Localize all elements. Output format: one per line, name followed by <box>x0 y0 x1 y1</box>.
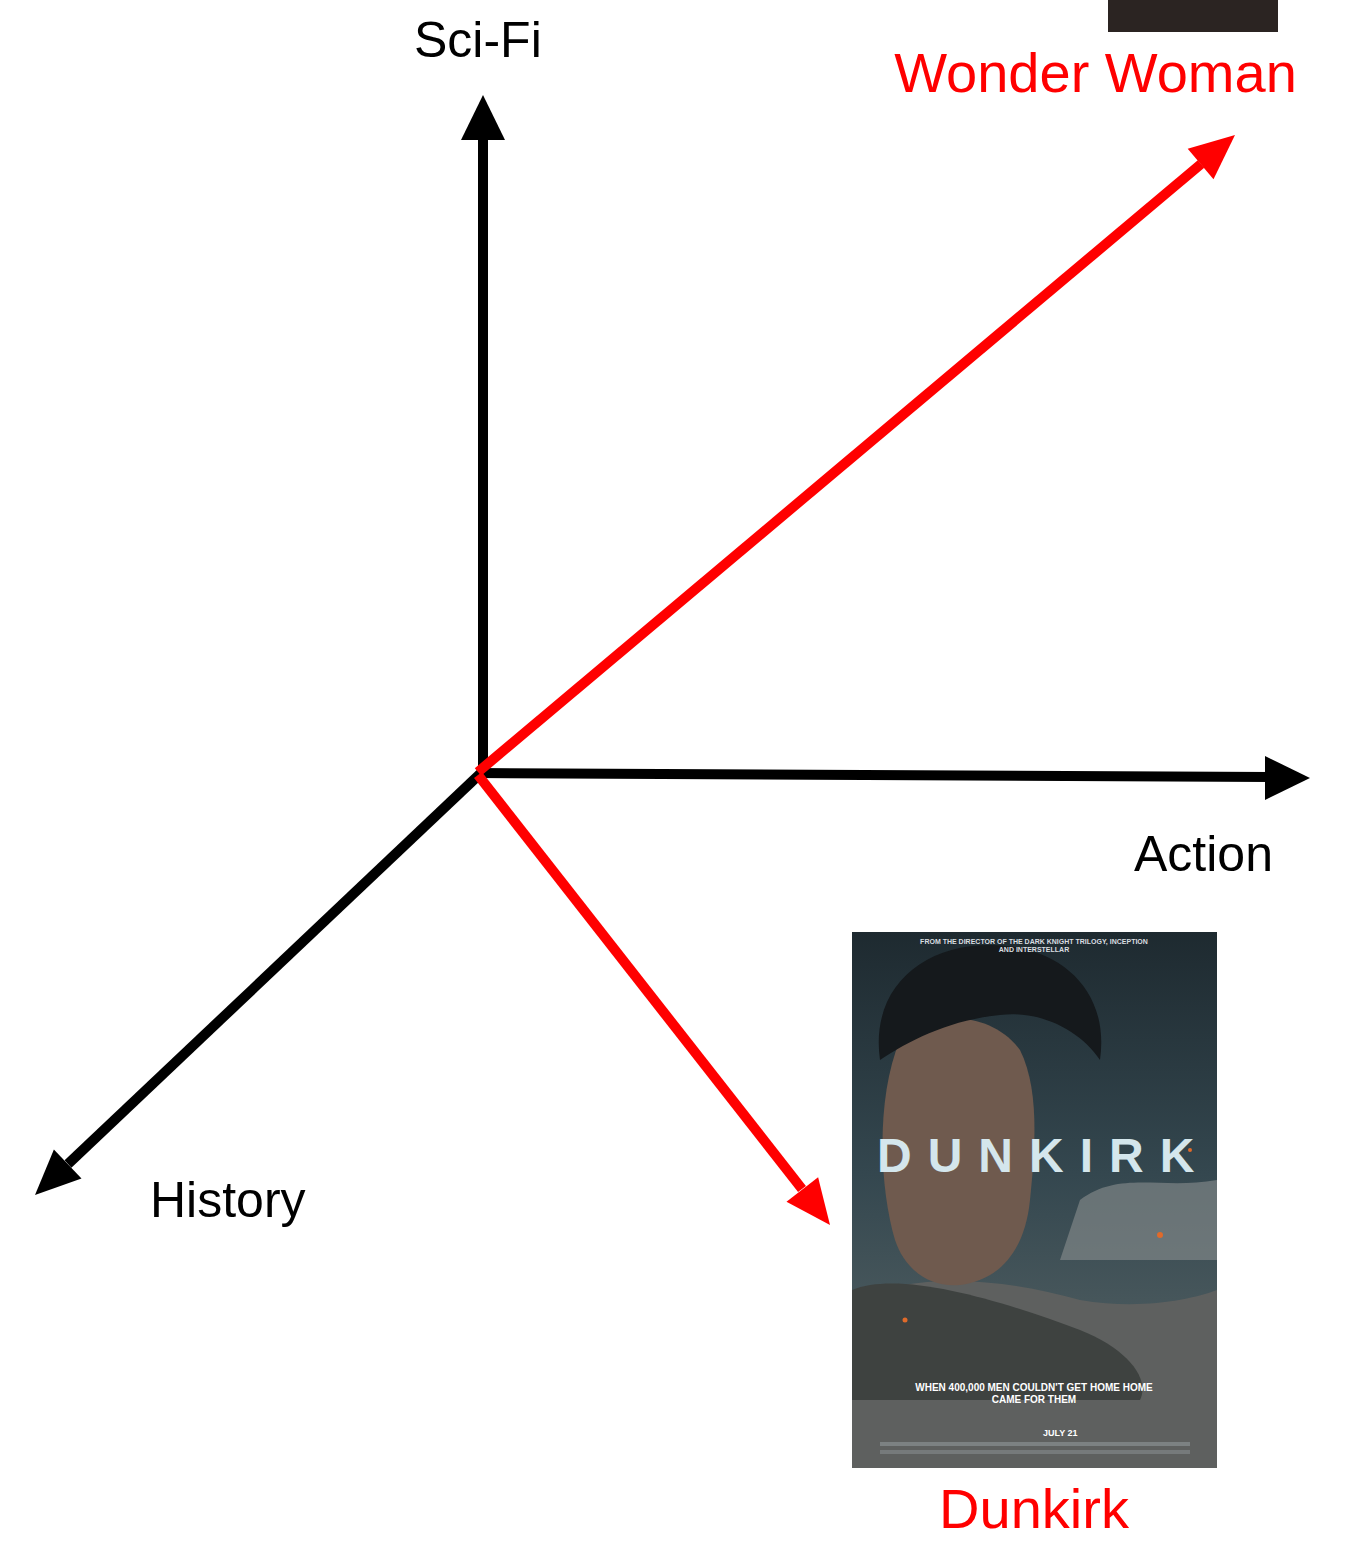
poster-credits <box>880 1442 1190 1446</box>
poster-ember <box>903 1318 908 1323</box>
movie-node: Wonder Woman <box>890 42 1301 104</box>
sci-fi-axis <box>478 135 488 777</box>
vector-arrowhead <box>1188 135 1235 179</box>
poster-title: DUNKIRK <box>877 1128 1210 1183</box>
poster-beach <box>852 1281 1217 1468</box>
axis-arrowhead <box>35 1150 82 1196</box>
poster-ember <box>1157 1232 1163 1238</box>
poster-tagline: WHEN 400,000 MEN COULDN'T GET HOME HOME … <box>914 1382 1154 1405</box>
movie-title: Dunkirk <box>935 1478 1133 1540</box>
vector-arrowhead <box>787 1177 831 1225</box>
poster-date: JULY 21 <box>1043 1428 1078 1438</box>
wonder-woman-poster <box>1108 0 1278 32</box>
poster-hair <box>879 945 1102 1060</box>
poster-credits <box>880 1450 1190 1454</box>
axis-label: Action <box>1134 826 1273 884</box>
poster-credit-line: FROM THE DIRECTOR OF THE DARK KNIGHT TRI… <box>914 938 1154 954</box>
action-axis <box>478 773 1270 777</box>
movie-title: Wonder Woman <box>890 42 1301 104</box>
poster-background <box>852 932 1217 1468</box>
axis-arrowhead <box>1265 756 1310 800</box>
axis-label: History <box>150 1172 306 1230</box>
history-axis <box>68 773 481 1164</box>
movie-vector <box>478 775 802 1189</box>
movie-vector <box>478 164 1201 772</box>
movie-node: Dunkirk <box>935 1478 1133 1540</box>
axis-arrowhead <box>461 95 505 140</box>
axis-label: Sci-Fi <box>414 12 542 70</box>
dunkirk-poster <box>852 932 1217 1468</box>
poster-smoke <box>1060 1180 1217 1260</box>
